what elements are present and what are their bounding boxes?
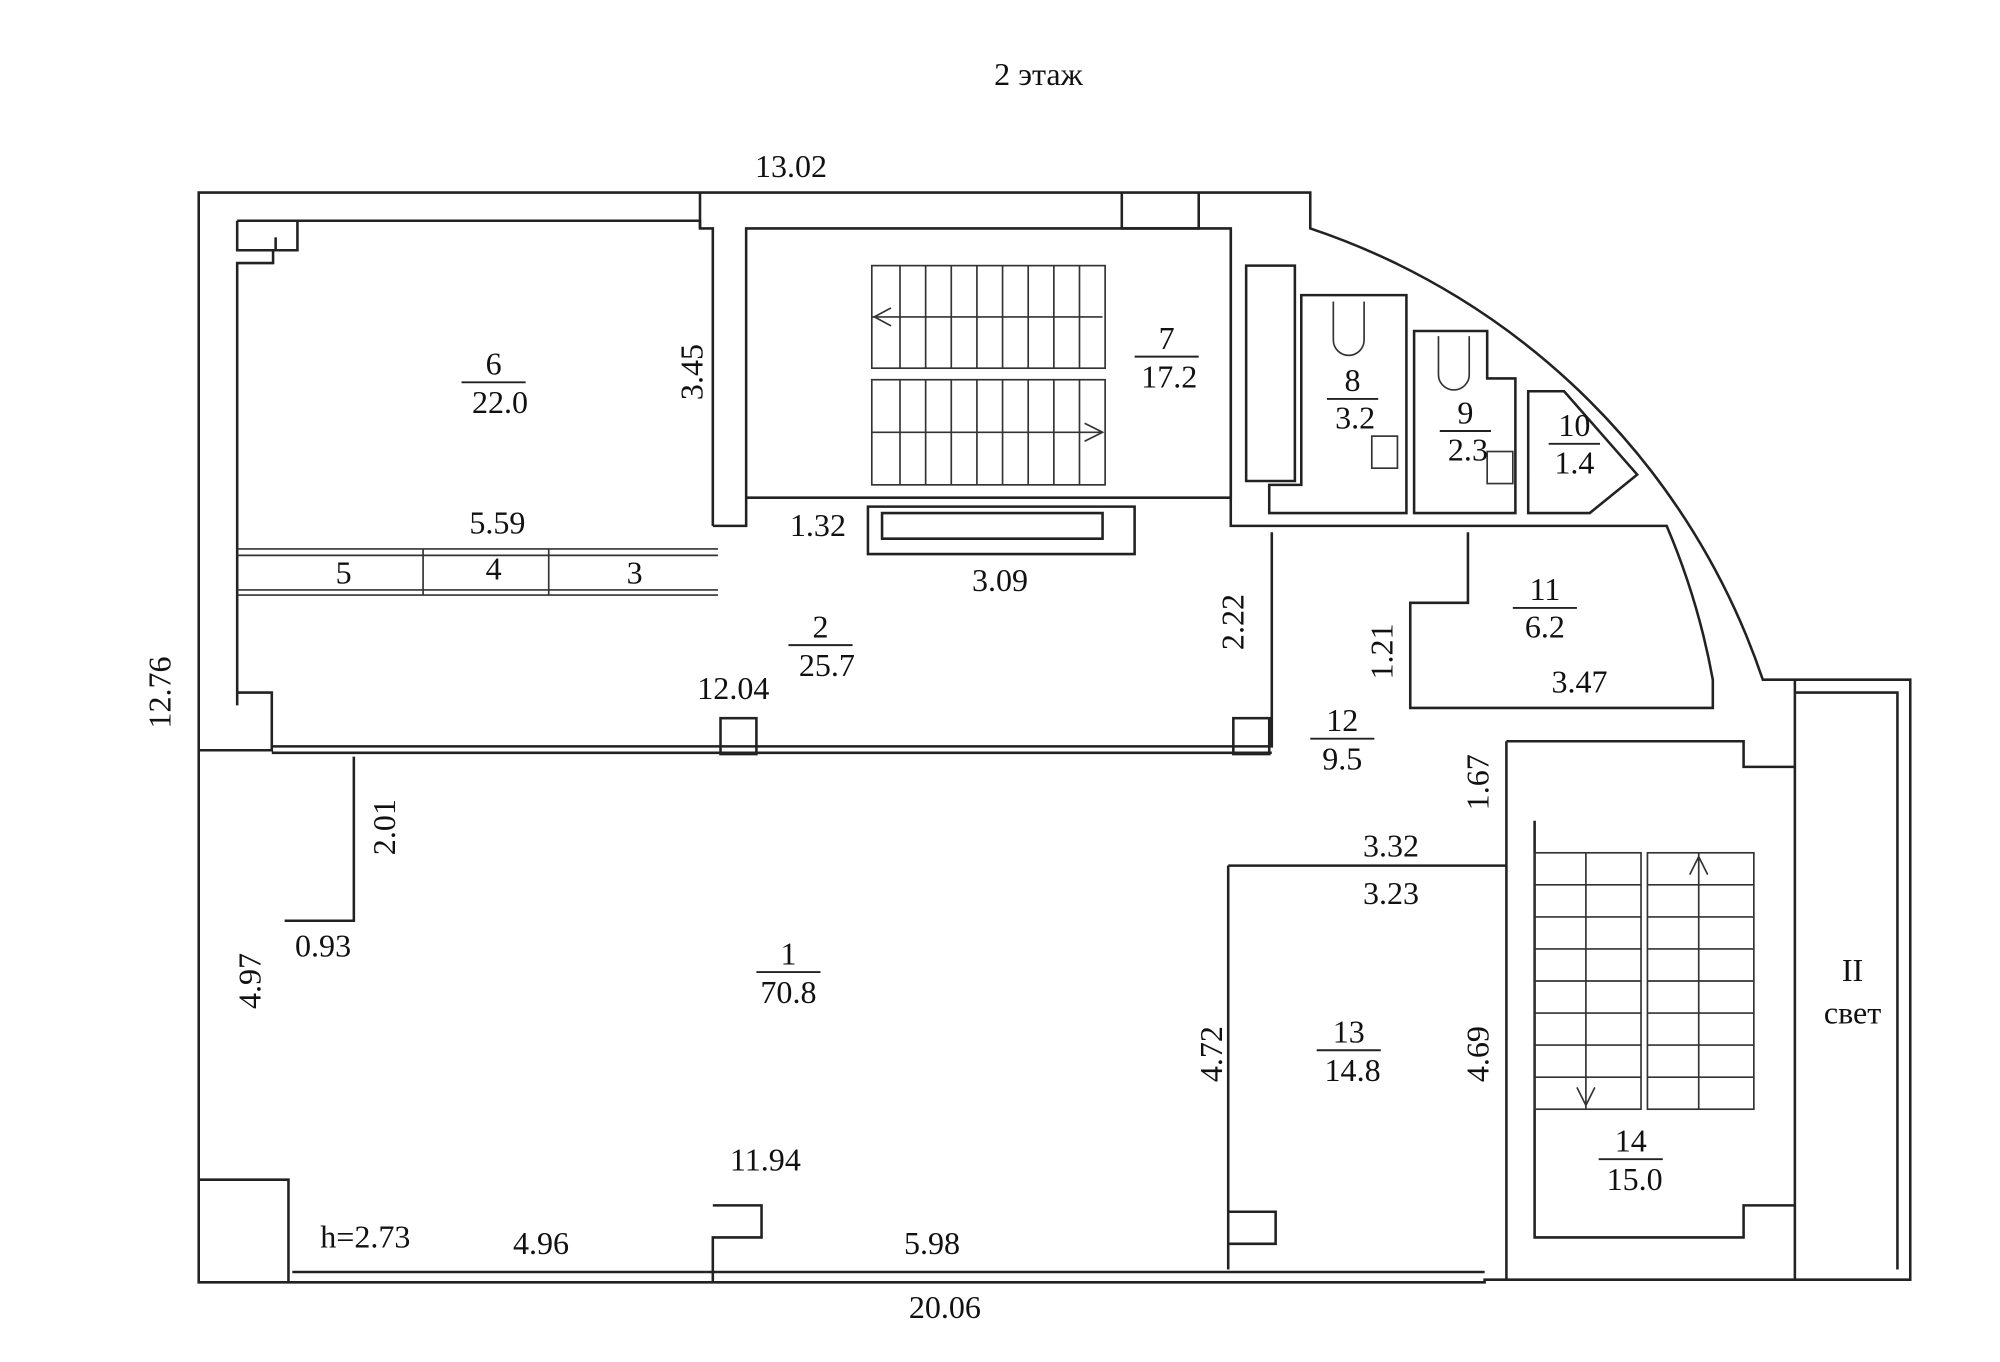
svg-text:2.01: 2.01 xyxy=(366,799,402,855)
closet-4: 4 xyxy=(486,551,502,587)
svg-text:17.2: 17.2 xyxy=(1141,358,1197,394)
walls xyxy=(197,191,1912,1284)
svg-text:14: 14 xyxy=(1615,1123,1647,1159)
svg-text:12.76: 12.76 xyxy=(142,656,178,728)
svg-text:2: 2 xyxy=(812,608,828,644)
svg-text:3.45: 3.45 xyxy=(674,344,710,400)
light-well-label-2: свет xyxy=(1824,994,1881,1030)
svg-text:14.8: 14.8 xyxy=(1325,1052,1381,1088)
svg-text:3.47: 3.47 xyxy=(1551,664,1607,700)
room-8: 83.2 xyxy=(1326,362,1379,435)
svg-text:7: 7 xyxy=(1159,320,1175,356)
svg-text:4.72: 4.72 xyxy=(1193,1026,1229,1082)
svg-text:1.4: 1.4 xyxy=(1554,444,1594,480)
svg-text:12.04: 12.04 xyxy=(697,670,769,706)
svg-text:22.0: 22.0 xyxy=(472,384,528,420)
closet-5: 5 xyxy=(336,555,352,591)
svg-text:3.09: 3.09 xyxy=(972,562,1028,598)
svg-text:5.59: 5.59 xyxy=(469,505,525,541)
room-7: 717.2 xyxy=(1134,320,1199,394)
svg-text:2.3: 2.3 xyxy=(1448,431,1488,467)
svg-text:2.22: 2.22 xyxy=(1215,594,1251,650)
svg-text:9.5: 9.5 xyxy=(1322,740,1362,776)
room-11: 116.2 xyxy=(1512,571,1577,644)
svg-text:4.97: 4.97 xyxy=(231,953,267,1009)
svg-text:70.8: 70.8 xyxy=(760,974,816,1010)
room-2: 225.7 xyxy=(788,608,855,683)
room-6: 622.0 xyxy=(461,346,528,420)
svg-text:h=2.73: h=2.73 xyxy=(320,1219,410,1255)
room-9: 92.3 xyxy=(1439,394,1492,467)
light-well-label-1: II xyxy=(1842,952,1863,988)
svg-text:10: 10 xyxy=(1558,407,1590,443)
svg-text:13: 13 xyxy=(1333,1014,1365,1050)
svg-text:1.67: 1.67 xyxy=(1459,754,1495,810)
svg-text:11.94: 11.94 xyxy=(730,1142,801,1178)
svg-text:3.2: 3.2 xyxy=(1335,399,1375,435)
svg-text:1.32: 1.32 xyxy=(790,507,846,543)
room-10: 101.4 xyxy=(1548,407,1601,480)
room-12: 129.5 xyxy=(1310,702,1375,776)
svg-text:8: 8 xyxy=(1345,362,1361,398)
room-1: 170.8 xyxy=(756,935,821,1010)
svg-text:0.93: 0.93 xyxy=(295,928,351,964)
svg-text:20.06: 20.06 xyxy=(909,1289,981,1325)
svg-text:12: 12 xyxy=(1326,702,1358,738)
floor-title: 2 этаж xyxy=(994,56,1083,92)
svg-text:3.23: 3.23 xyxy=(1363,875,1419,911)
svg-text:25.7: 25.7 xyxy=(799,647,855,683)
svg-text:1.21: 1.21 xyxy=(1363,623,1399,679)
svg-text:15.0: 15.0 xyxy=(1607,1161,1663,1197)
svg-text:5.98: 5.98 xyxy=(904,1225,960,1261)
svg-text:6: 6 xyxy=(486,346,502,382)
svg-text:9: 9 xyxy=(1457,394,1473,430)
svg-text:4.69: 4.69 xyxy=(1459,1026,1495,1082)
closet-3: 3 xyxy=(627,555,643,591)
svg-text:6.2: 6.2 xyxy=(1525,608,1565,644)
room-labels: 170.8 225.7 622.0 717.2 83.2 92.3 101.4 … xyxy=(336,320,1882,1197)
svg-text:4.96: 4.96 xyxy=(513,1225,569,1261)
svg-text:11: 11 xyxy=(1529,571,1560,607)
svg-text:1: 1 xyxy=(780,935,796,971)
dimensions: 13.02 3.45 5.59 1.32 3.09 2.22 1.21 3.47… xyxy=(142,148,1608,1325)
svg-text:13.02: 13.02 xyxy=(755,148,827,184)
svg-text:3.32: 3.32 xyxy=(1363,828,1419,864)
